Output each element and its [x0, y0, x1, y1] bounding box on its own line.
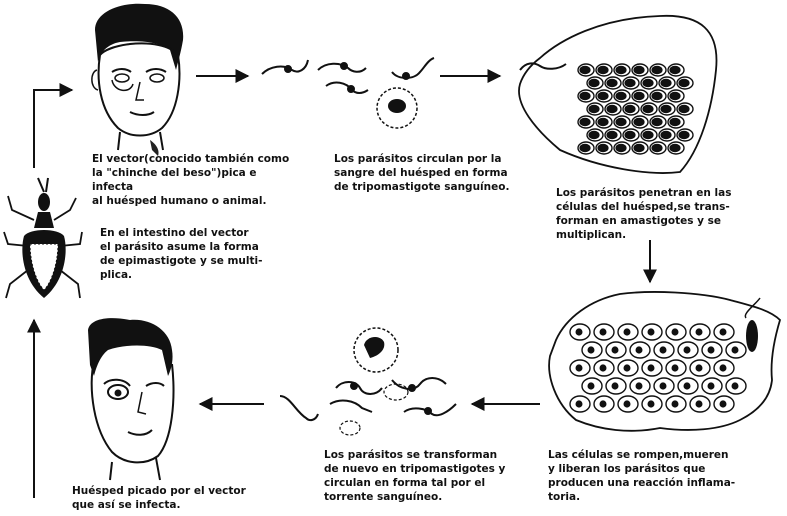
human-face-icon [88, 318, 173, 480]
cell-nucleus [651, 66, 662, 74]
caption-trypomastigote-circulation: Los parásitos circulan por la sangre del… [334, 152, 534, 194]
cell-nucleus [732, 382, 739, 389]
cell-nucleus [624, 328, 631, 335]
cell-nucleus [696, 328, 703, 335]
cell-nucleus [636, 382, 643, 389]
cell-nucleus [720, 400, 727, 407]
cell-nucleus [660, 131, 671, 139]
cell-nucleus [672, 400, 679, 407]
caption-new-host: Huésped picado por el vector que así se … [72, 484, 302, 512]
cell-nucleus [669, 66, 680, 74]
parasite-icon [262, 58, 434, 93]
cell-nucleus [660, 105, 671, 113]
cell-nucleus [642, 105, 653, 113]
caption-cell-penetration: Los parásitos penetran en las células de… [556, 186, 781, 242]
kissing-bug-icon [4, 178, 82, 298]
cell-nucleus [579, 144, 590, 152]
cell-nucleus [720, 328, 727, 335]
cell-nucleus [678, 131, 689, 139]
cell-nucleus [636, 346, 643, 353]
caption-retransformation: Los parásitos se transforman de nuevo en… [324, 448, 534, 504]
cell-nucleus [696, 364, 703, 371]
cell-nucleus [669, 118, 680, 126]
cell-nucleus [633, 118, 644, 126]
cell-nucleus [579, 92, 590, 100]
cell-nucleus [648, 328, 655, 335]
caption-epimastigote: En el intestino del vector el parásito a… [100, 226, 320, 282]
infected-cell-icon [354, 328, 398, 372]
infected-cell-icon [549, 292, 780, 431]
cell-nucleus [597, 118, 608, 126]
cell-nucleus [633, 92, 644, 100]
cell-nucleus [588, 346, 595, 353]
cell-nucleus [633, 66, 644, 74]
cell-nucleus [579, 66, 590, 74]
cell-nucleus [612, 382, 619, 389]
cell-nucleus [606, 79, 617, 87]
cell-nucleus [684, 382, 691, 389]
cell-nucleus [615, 92, 626, 100]
cell-nucleus [597, 92, 608, 100]
cell-nucleus [588, 79, 599, 87]
cell-nucleus [669, 144, 680, 152]
cell-nucleus [732, 346, 739, 353]
cell-nucleus [669, 92, 680, 100]
cell-nucleus [624, 79, 635, 87]
cell-nucleus [684, 346, 691, 353]
cell-nucleus [678, 79, 689, 87]
cell-nucleus [576, 328, 583, 335]
cell-nucleus [708, 382, 715, 389]
arrow-icon [34, 76, 650, 498]
cell-nucleus [606, 131, 617, 139]
cell-nucleus [651, 118, 662, 126]
cell-nucleus [597, 144, 608, 152]
cell-nucleus [576, 364, 583, 371]
cell-nucleus [612, 346, 619, 353]
cell-nucleus [615, 144, 626, 152]
cell-nucleus [660, 79, 671, 87]
cell-nucleus [648, 400, 655, 407]
cell-nucleus [678, 105, 689, 113]
cell-nucleus [660, 382, 667, 389]
cell-nucleus [708, 346, 715, 353]
cell-nucleus [651, 92, 662, 100]
cell-nucleus [624, 131, 635, 139]
parasite-icon [280, 378, 456, 435]
cell-nucleus [600, 328, 607, 335]
cell-nucleus [642, 79, 653, 87]
cell-nucleus [624, 400, 631, 407]
cell-nucleus [660, 346, 667, 353]
cell-nucleus [633, 144, 644, 152]
cell-nucleus [696, 400, 703, 407]
cell-nucleus [624, 364, 631, 371]
cell-nucleus [600, 400, 607, 407]
cell-nucleus [720, 364, 727, 371]
cell-nucleus [588, 382, 595, 389]
cell-nucleus [600, 364, 607, 371]
caption-vector-bite: El vector(conocido también como la "chin… [92, 152, 292, 208]
cell-nucleus [615, 66, 626, 74]
human-face-icon [92, 4, 183, 156]
cell-nucleus [672, 364, 679, 371]
cell-nucleus [648, 364, 655, 371]
cell-nucleus [642, 131, 653, 139]
cell-nucleus [606, 105, 617, 113]
cell-nucleus [624, 105, 635, 113]
caption-cell-rupture: Las células se rompen,mueren y liberan l… [548, 448, 783, 504]
infected-cell-icon [519, 16, 717, 173]
cell-nucleus [672, 328, 679, 335]
cell-nucleus [597, 66, 608, 74]
infected-cell-icon [377, 88, 417, 128]
cell-nucleus [651, 144, 662, 152]
cell-nucleus [588, 105, 599, 113]
cell-nucleus [615, 118, 626, 126]
cell-nucleus [588, 131, 599, 139]
cell-nucleus [576, 400, 583, 407]
cell-nucleus [579, 118, 590, 126]
